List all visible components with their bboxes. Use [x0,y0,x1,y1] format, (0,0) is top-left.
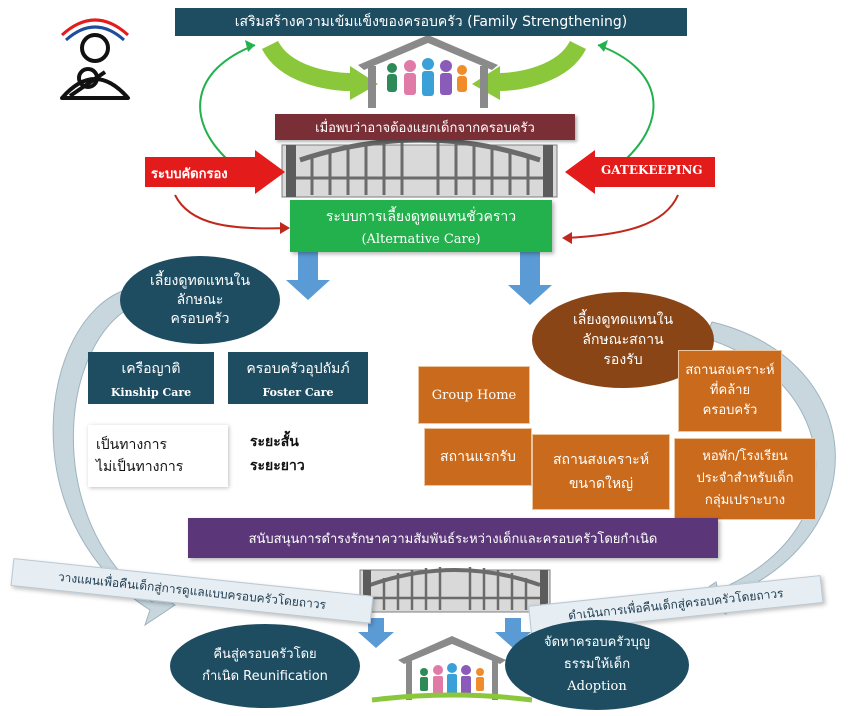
group-home-label: Group Home [431,387,517,403]
gatekeeping-label: GATEKEEPING [601,163,703,177]
house-icon-bottom [371,636,533,703]
institutional-line1: เลี้ยงดูทดแทนใน [572,312,674,328]
boarding-line3: กลุ่มเปราะบาง [704,493,786,508]
left-return-arc [52,289,176,627]
formality-box: เป็นทางการ ไม่เป็นทางการ [88,425,228,487]
red-thin-left [174,194,289,230]
gatekeeping-arrow: GATEKEEPING [565,150,715,194]
reception-center-box: สถานแรกรับ [424,428,532,486]
family-like-institution-box: สถานสงเคราะห์ ที่คล้าย ครอบครัว [678,350,782,432]
institutional-line3: รองรับ [603,352,643,368]
house-icon-top [358,35,498,108]
separation-text: เมื่อพบว่าอาจต้องแยกเด็กจากครอบครัว [315,120,535,136]
separation-banner: เมื่อพบว่าอาจต้องแยกเด็กจากครอบครัว [275,114,575,140]
blue-arrow-bottom-right [495,618,531,648]
logo-icon [60,18,130,100]
group-home-box: Group Home [418,366,530,424]
gate-icon-top [281,137,558,198]
reunification-line1: คืนสู่ครอบครัวโดย [213,647,317,662]
green-thin-left [199,44,256,161]
boarding-line1: หอพัก/โรงเรียน [702,449,788,464]
gate-icon-bottom [359,567,551,613]
screening-arrow: ระบบคัดกรอง [145,150,285,194]
formal-label: เป็นทางการ [96,437,168,453]
long-term-label: ระยะยาว [250,458,305,474]
red-thin-right [564,194,679,239]
large-institution-line2: ขนาดใหญ่ [568,476,634,492]
kinship-care-box: เครือญาติ Kinship Care [88,352,214,404]
family-like-line2: ที่คล้าย [709,383,751,398]
foster-th: ครอบครัวอุปถัมภ์ [246,360,350,377]
green-curve-left [261,40,351,91]
family-like-line1: สถานสงเคราะห์ [685,363,775,378]
foster-care-box: ครอบครัวอุปถัมภ์ Foster Care [228,352,368,404]
alternative-care-th: ระบบการเลี้ยงดูทดแทนชั่วคราว [325,208,517,225]
large-institution-line1: สถานสงเคราะห์ [552,452,650,468]
screening-label: ระบบคัดกรอง [151,167,228,182]
green-curve-right [499,40,587,91]
adoption-line2: ธรรมให้เด็ก [563,657,631,672]
adoption-ellipse: จัดหาครอบครัวบุญ ธรรมให้เด็ก Adoption [505,620,689,710]
family-based-care-ellipse: เลี้ยงดูทดแทนใน ลักษณะ ครอบครัว [120,256,280,344]
large-institution-box: สถานสงเคราะห์ ขนาดใหญ่ [532,434,670,510]
reunification-line2: กำเนิด Reunification [202,669,328,684]
informal-label: ไม่เป็นทางการ [96,459,184,475]
boarding-school-box: หอพัก/โรงเรียน ประจำสำหรับเด็ก กลุ่มเปรา… [674,438,816,520]
kinship-th: เครือญาติ [121,360,181,377]
kinship-en: Kinship Care [110,385,192,399]
alternative-care-box: ระบบการเลี้ยงดูทดแทนชั่วคราว (Alternativ… [290,200,552,252]
support-relationship-text: สนับสนุนการดำรงรักษาความสัมพันธ์ระหว่างเ… [248,531,658,547]
green-curve-left-head [350,66,378,100]
family-strengthening-text: เสริมสร้างความเข้มแข็งของครอบครัว (Famil… [234,14,628,30]
reception-label: สถานแรกรับ [440,449,516,465]
short-term-label: ระยะสั้น [250,434,299,450]
blue-arrow-right [508,252,552,305]
institutional-line2: ลักษณะสถาน [582,332,664,348]
duration-labels: ระยะสั้น ระยะยาว [250,430,330,478]
family-strengthening-banner: เสริมสร้างความเข้มแข็งของครอบครัว (Famil… [175,8,687,36]
support-relationship-bar: สนับสนุนการดำรงรักษาความสัมพันธ์ระหว่างเ… [188,518,718,558]
family-like-line3: ครอบครัว [702,403,758,418]
adoption-line3: Adoption [567,679,627,694]
boarding-line2: ประจำสำหรับเด็ก [696,471,794,486]
blue-arrow-left [286,252,330,300]
alternative-care-en: (Alternative Care) [361,231,481,247]
family-based-line2: ลักษณะ [176,291,224,308]
foster-en: Foster Care [262,385,334,399]
green-thin-right [597,44,655,161]
family-based-line3: ครอบครัว [170,310,230,327]
family-based-line1: เลี้ยงดูทดแทนใน [149,272,251,289]
reunification-ellipse: คืนสู่ครอบครัวโดย กำเนิด Reunification [170,624,360,708]
blue-arrow-bottom-left [358,618,394,648]
adoption-line1: จัดหาครอบครัวบุญ [544,635,650,650]
